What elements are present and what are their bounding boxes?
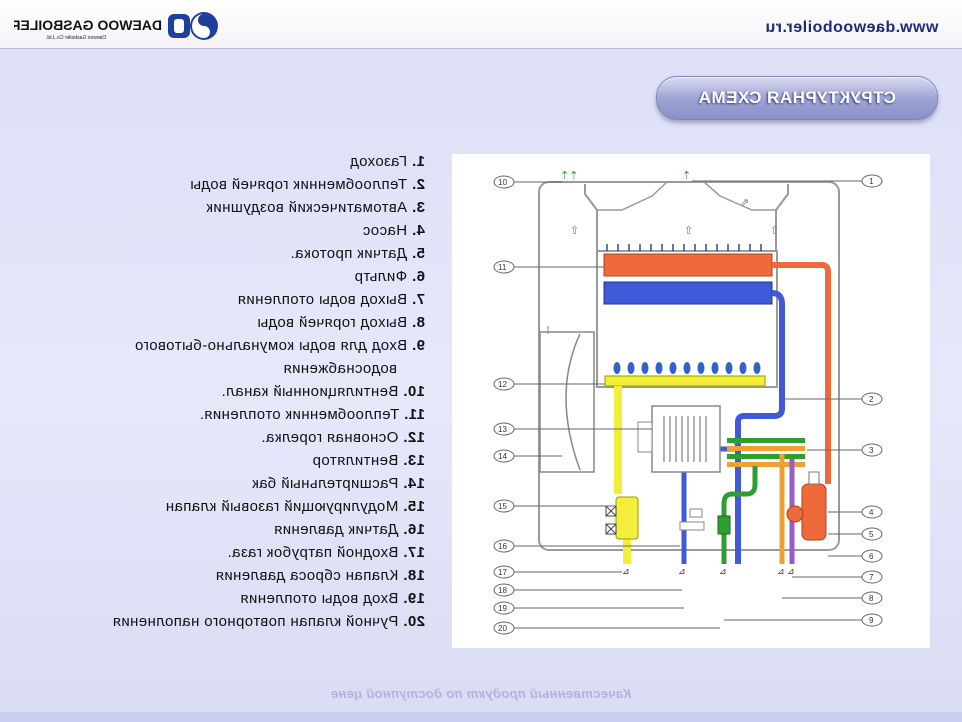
legend-item: 6. Фильтр bbox=[354, 268, 425, 285]
callout-6: 6 bbox=[869, 552, 874, 561]
legend-item: 8. Выход горячей воды bbox=[257, 314, 425, 331]
callout-5: 5 bbox=[869, 530, 874, 539]
heat-exchanger-fins bbox=[606, 244, 762, 251]
callouts-left: 10 11 12 13 14 15 16 17 18 19 bbox=[493, 175, 720, 635]
heating-return-pipe bbox=[735, 290, 785, 564]
legend-item: 15. Модулирующий газовый клапан bbox=[165, 498, 425, 515]
pump bbox=[801, 483, 827, 541]
svg-text:⇧: ⇧ bbox=[684, 225, 693, 237]
callout-9: 9 bbox=[869, 616, 874, 625]
callouts-right: 1 2 3 4 5 6 7 8 9 bbox=[692, 174, 883, 627]
header-bar: DAEWOO GASBOILER Daewoo Gasboiler Co.,Lt… bbox=[0, 0, 962, 49]
brand-name: DAEWOO GASBOILER bbox=[14, 17, 162, 33]
callout-3: 3 bbox=[869, 446, 874, 455]
fan-housing bbox=[651, 405, 721, 473]
expansion-tank bbox=[539, 331, 595, 473]
legend-item: 4. Насос bbox=[362, 222, 425, 239]
svg-text:⊿: ⊿ bbox=[622, 566, 630, 576]
pipe-connections: ⊿⊿⊿ ⊿⊿ bbox=[622, 566, 795, 576]
air-flow-arrows: ⇡⇡ ⇡ ⇧ ⇧ ⇗ ⇧ bbox=[560, 170, 779, 237]
title-pill: СТРУКТУРНАЯ СХЕМА bbox=[656, 76, 938, 120]
svg-text:⇡: ⇡ bbox=[682, 170, 691, 182]
burner-manifold bbox=[604, 375, 766, 387]
svg-text:⊿: ⊿ bbox=[678, 566, 686, 576]
legend-item: 12. Основная горелка. bbox=[261, 429, 425, 446]
callout-2: 2 bbox=[869, 395, 874, 404]
combustion-chamber bbox=[596, 250, 778, 388]
callout-4: 4 bbox=[869, 508, 874, 517]
footer-slogan: Качественный продукт по доступной цене bbox=[330, 686, 632, 701]
svg-text:⊿: ⊿ bbox=[719, 566, 727, 576]
legend-item: 16. Датчик давления bbox=[273, 521, 425, 538]
callout-17: 17 bbox=[498, 568, 507, 577]
page-title: СТРУКТУРНАЯ СХЕМА bbox=[698, 88, 896, 107]
legend-item: 20. Ручной клапан повторного наполнения bbox=[112, 613, 425, 630]
callout-7: 7 bbox=[869, 573, 874, 582]
gas-valve bbox=[615, 496, 639, 540]
legend-item: 18. Клапан сброса давления bbox=[215, 567, 425, 584]
callout-19: 19 bbox=[498, 604, 507, 613]
svg-text:⇧: ⇧ bbox=[770, 225, 779, 237]
legend-item: 19. Вход воды отопления bbox=[240, 590, 425, 607]
dhw-heat-exchanger bbox=[727, 438, 805, 467]
footer-bar bbox=[0, 712, 962, 722]
callout-18: 18 bbox=[498, 586, 507, 595]
boiler-casing bbox=[538, 181, 840, 551]
callout-11: 11 bbox=[498, 263, 507, 272]
callout-8: 8 bbox=[869, 594, 874, 603]
legend-item: 9. Вход для воды комунально-бытового вод… bbox=[134, 337, 425, 377]
callout-13: 13 bbox=[498, 425, 507, 434]
legend-item: 5. Датчик протока. bbox=[290, 245, 425, 262]
svg-text:⇧: ⇧ bbox=[570, 225, 579, 237]
legend-item: 11. Теплообменник отопления. bbox=[199, 406, 425, 423]
legend-item: 7. Выход воды отопления bbox=[237, 291, 425, 308]
callout-15: 15 bbox=[498, 502, 507, 511]
legend-item: 10. Вентиляционный канал. bbox=[221, 383, 425, 400]
callout-12: 12 bbox=[498, 380, 507, 389]
svg-text:⊿: ⊿ bbox=[787, 566, 795, 576]
burner-flames bbox=[613, 362, 761, 374]
boiler-diagram: ⇡⇡ ⇡ ⇧ ⇧ ⇗ ⇧ bbox=[452, 154, 930, 648]
valve-symbols bbox=[605, 505, 617, 535]
legend-item: 2. Теплообменник горячей воды bbox=[189, 176, 425, 193]
svg-text:⇡⇡: ⇡⇡ bbox=[560, 170, 578, 182]
svg-text:⊿: ⊿ bbox=[777, 566, 785, 576]
cold-water-pipe bbox=[721, 466, 758, 564]
heat-exchanger-hot bbox=[603, 253, 773, 277]
pressure-relief-valve bbox=[679, 521, 705, 531]
flue-hood bbox=[584, 184, 789, 252]
heating-flow-pipe bbox=[772, 262, 831, 484]
legend-item: 13. Вентилятор bbox=[312, 452, 425, 469]
legend-item: 3. Автоматический воздушник bbox=[206, 199, 425, 216]
air-vent bbox=[808, 471, 820, 485]
daewoo-logo: DAEWOO GASBOILER Daewoo Gasboiler Co.,Lt… bbox=[14, 12, 218, 41]
legend-item: 14. Расширтельный бак bbox=[251, 475, 425, 492]
callout-16: 16 bbox=[498, 542, 507, 551]
svg-text:⇗: ⇗ bbox=[740, 197, 749, 209]
legend-item: 17. Входной патрубок газа. bbox=[227, 544, 425, 561]
website-link[interactable]: www.daewooboiler.ru bbox=[764, 19, 938, 36]
legend-list: 1. Газоход 2. Теплообменник горячей воды… bbox=[20, 150, 425, 633]
legend-item: 1. Газоход bbox=[349, 153, 425, 170]
callout-20: 20 bbox=[498, 624, 507, 633]
fan-blades bbox=[663, 416, 707, 462]
brand-subtitle: Daewoo Gasboiler Co.,Ltd. bbox=[46, 35, 106, 41]
heat-exchanger-cold bbox=[603, 281, 773, 305]
callout-14: 14 bbox=[498, 452, 507, 461]
callout-1: 1 bbox=[869, 177, 874, 186]
callout-10: 10 bbox=[498, 178, 507, 187]
